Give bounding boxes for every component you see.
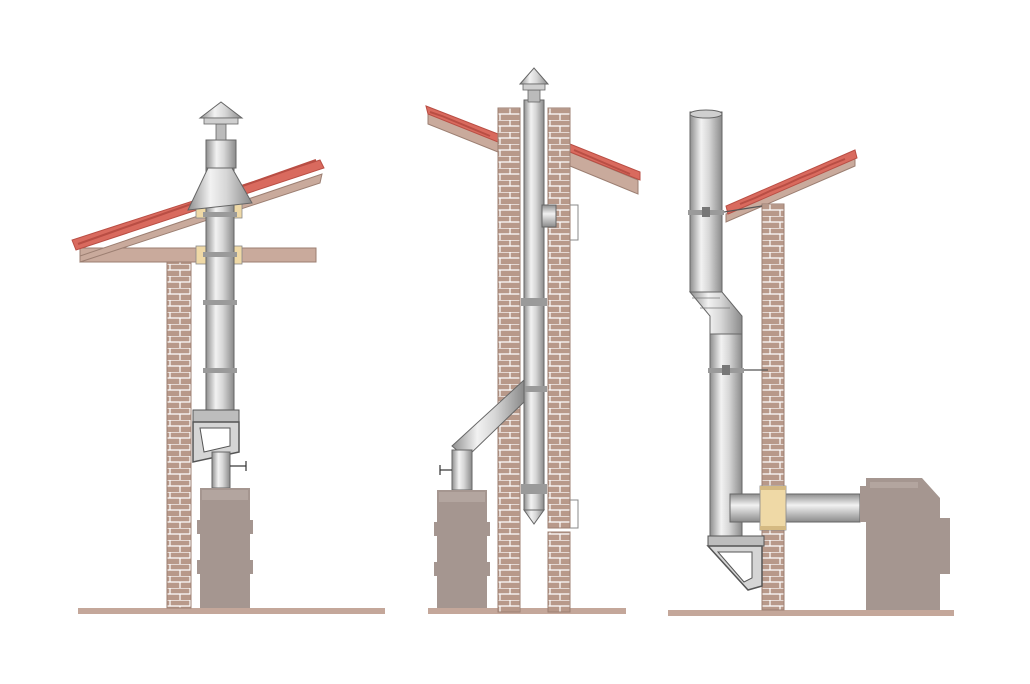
chimney-brick-left (497, 107, 521, 613)
wall-support-bracket (706, 535, 765, 591)
pipe-clamp (203, 300, 237, 305)
brick-wall (166, 261, 192, 609)
floor-slab (428, 608, 626, 614)
inspection-hatch (541, 204, 557, 228)
pipe-clamp (203, 212, 237, 217)
brick-wall (761, 203, 785, 611)
wall-tie-lower (708, 365, 768, 375)
chimney-brick-right-lower (547, 531, 571, 613)
chimney-cap (198, 101, 244, 141)
stove (197, 488, 253, 608)
stove-connector (211, 451, 231, 489)
pipe-joint (521, 484, 547, 494)
roof-flashing-cone (187, 167, 253, 211)
wall-insulation-sleeve (759, 485, 787, 531)
stove-connector (451, 449, 473, 491)
upper-chimney-pipe (689, 111, 723, 293)
condensate-drain (523, 509, 545, 525)
pipe-top-section (205, 139, 237, 169)
panel-inner-chimney (425, 67, 641, 614)
pipe-clamp (203, 252, 237, 257)
wall-tie-upper (688, 205, 763, 217)
floor-slab (668, 610, 954, 616)
panel-external-wall (668, 109, 954, 616)
chimney-pipe (205, 167, 235, 427)
chimney-brick-right (547, 107, 571, 529)
wall-pass-through-pipe (729, 493, 861, 523)
pipe-clamp (203, 368, 237, 373)
floor-slab (78, 608, 385, 614)
stove (434, 490, 490, 608)
chimney-cap (518, 67, 550, 103)
pipe-joint (521, 298, 547, 306)
panel-roof-through (71, 101, 385, 614)
pipe-joint (521, 386, 547, 392)
boiler-unit (860, 478, 950, 610)
